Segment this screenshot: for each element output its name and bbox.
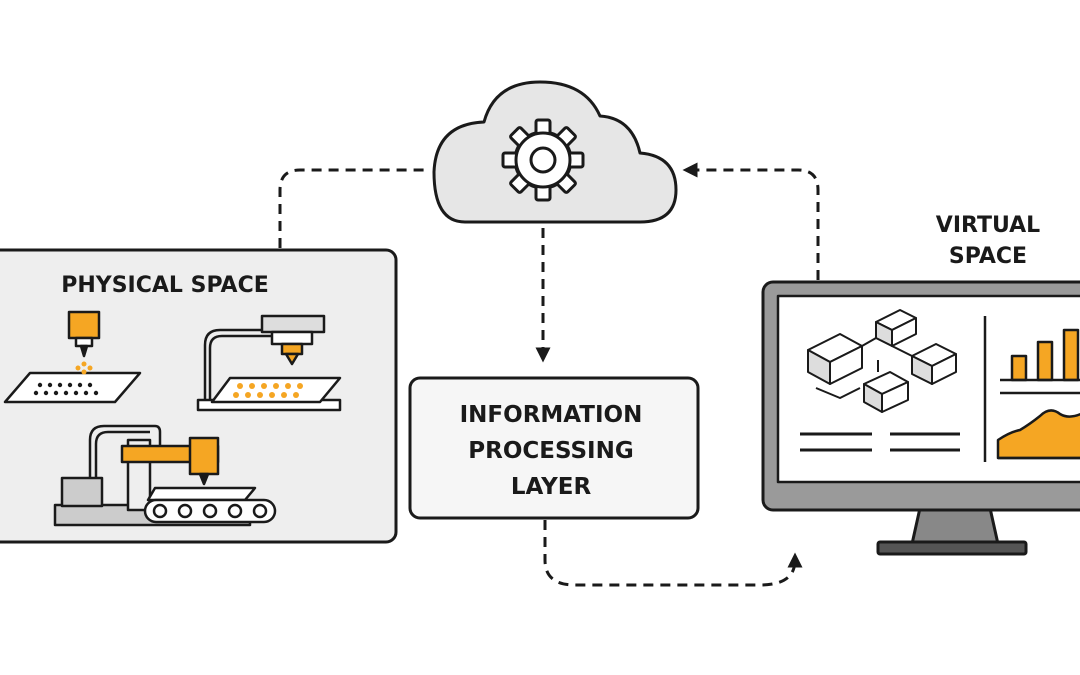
monitor-icon — [761, 280, 1080, 556]
gear-icon — [501, 118, 585, 202]
laser-machine-icon — [3, 310, 142, 404]
cloud — [432, 80, 678, 224]
physical-space-title: PHYSICAL SPACE — [61, 273, 269, 298]
virtual-area-chart-icon — [996, 409, 1080, 460]
physical-to-cloud-connector — [278, 168, 430, 248]
processing-layer-box: INFORMATION PROCESSING LAYER — [408, 376, 700, 520]
virtual-space-line1: VIRTUAL — [936, 213, 1040, 238]
virtual-space-line2: SPACE — [949, 244, 1027, 269]
processing-to-virtual-arrow — [543, 520, 803, 587]
virtual-text-lines — [800, 432, 960, 452]
virtual-bar-chart-icon — [1000, 328, 1080, 382]
virtual-to-cloud-arrow — [682, 162, 820, 280]
robot-conveyor-icon — [53, 424, 277, 527]
virtual-factory-model-icon — [807, 309, 957, 413]
processing-layer-line3: LAYER — [511, 474, 592, 500]
processing-layer-line1: INFORMATION — [460, 402, 643, 428]
virtual-space: VIRTUAL SPACE — [761, 213, 1080, 556]
printer-machine-icon — [196, 314, 342, 412]
connectors — [278, 162, 820, 587]
physical-space-panel: PHYSICAL SPACE — [0, 248, 398, 544]
processing-layer-line2: PROCESSING — [468, 438, 634, 464]
